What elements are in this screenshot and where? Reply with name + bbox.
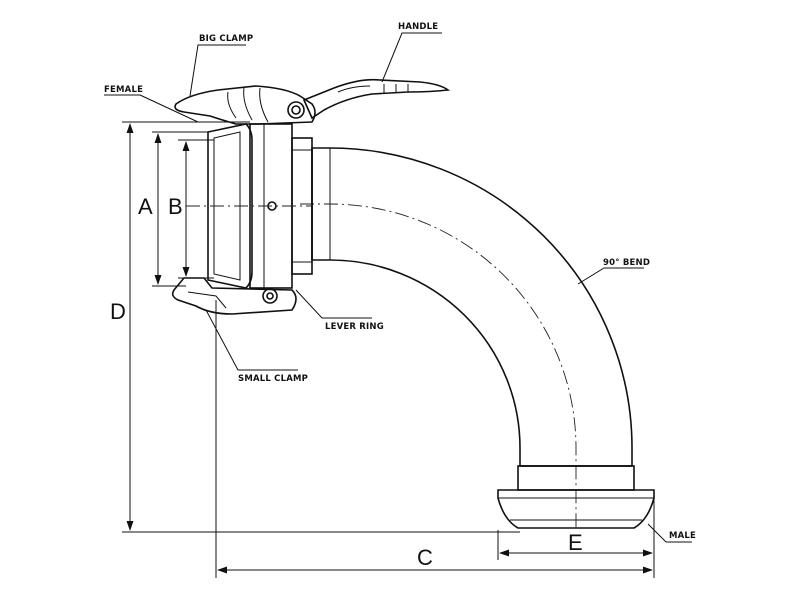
dimension-lines [122,121,655,578]
dim-b-label: B [168,194,183,219]
dim-e-label: E [568,530,583,555]
callout-small-clamp: SMALL CLAMP [238,374,308,384]
callout-lever-ring: LEVER RING [325,322,384,332]
callout-male: MALE [669,531,696,541]
small-clamp [171,277,297,315]
female-coupler [186,123,313,289]
dim-d-label: D [110,299,126,324]
dim-a-label: A [138,194,153,219]
callout-handle: HANDLE [398,22,438,32]
callout-leaders [104,32,692,543]
callout-90-bend: 90° BEND [603,258,650,268]
male-adapter [497,465,655,529]
bend-pipe [300,147,633,528]
big-clamp-handle [174,78,451,125]
callout-big-clamp: BIG CLAMP [199,34,253,44]
dim-c-label: C [417,545,433,570]
callout-female: FEMALE [104,85,143,95]
